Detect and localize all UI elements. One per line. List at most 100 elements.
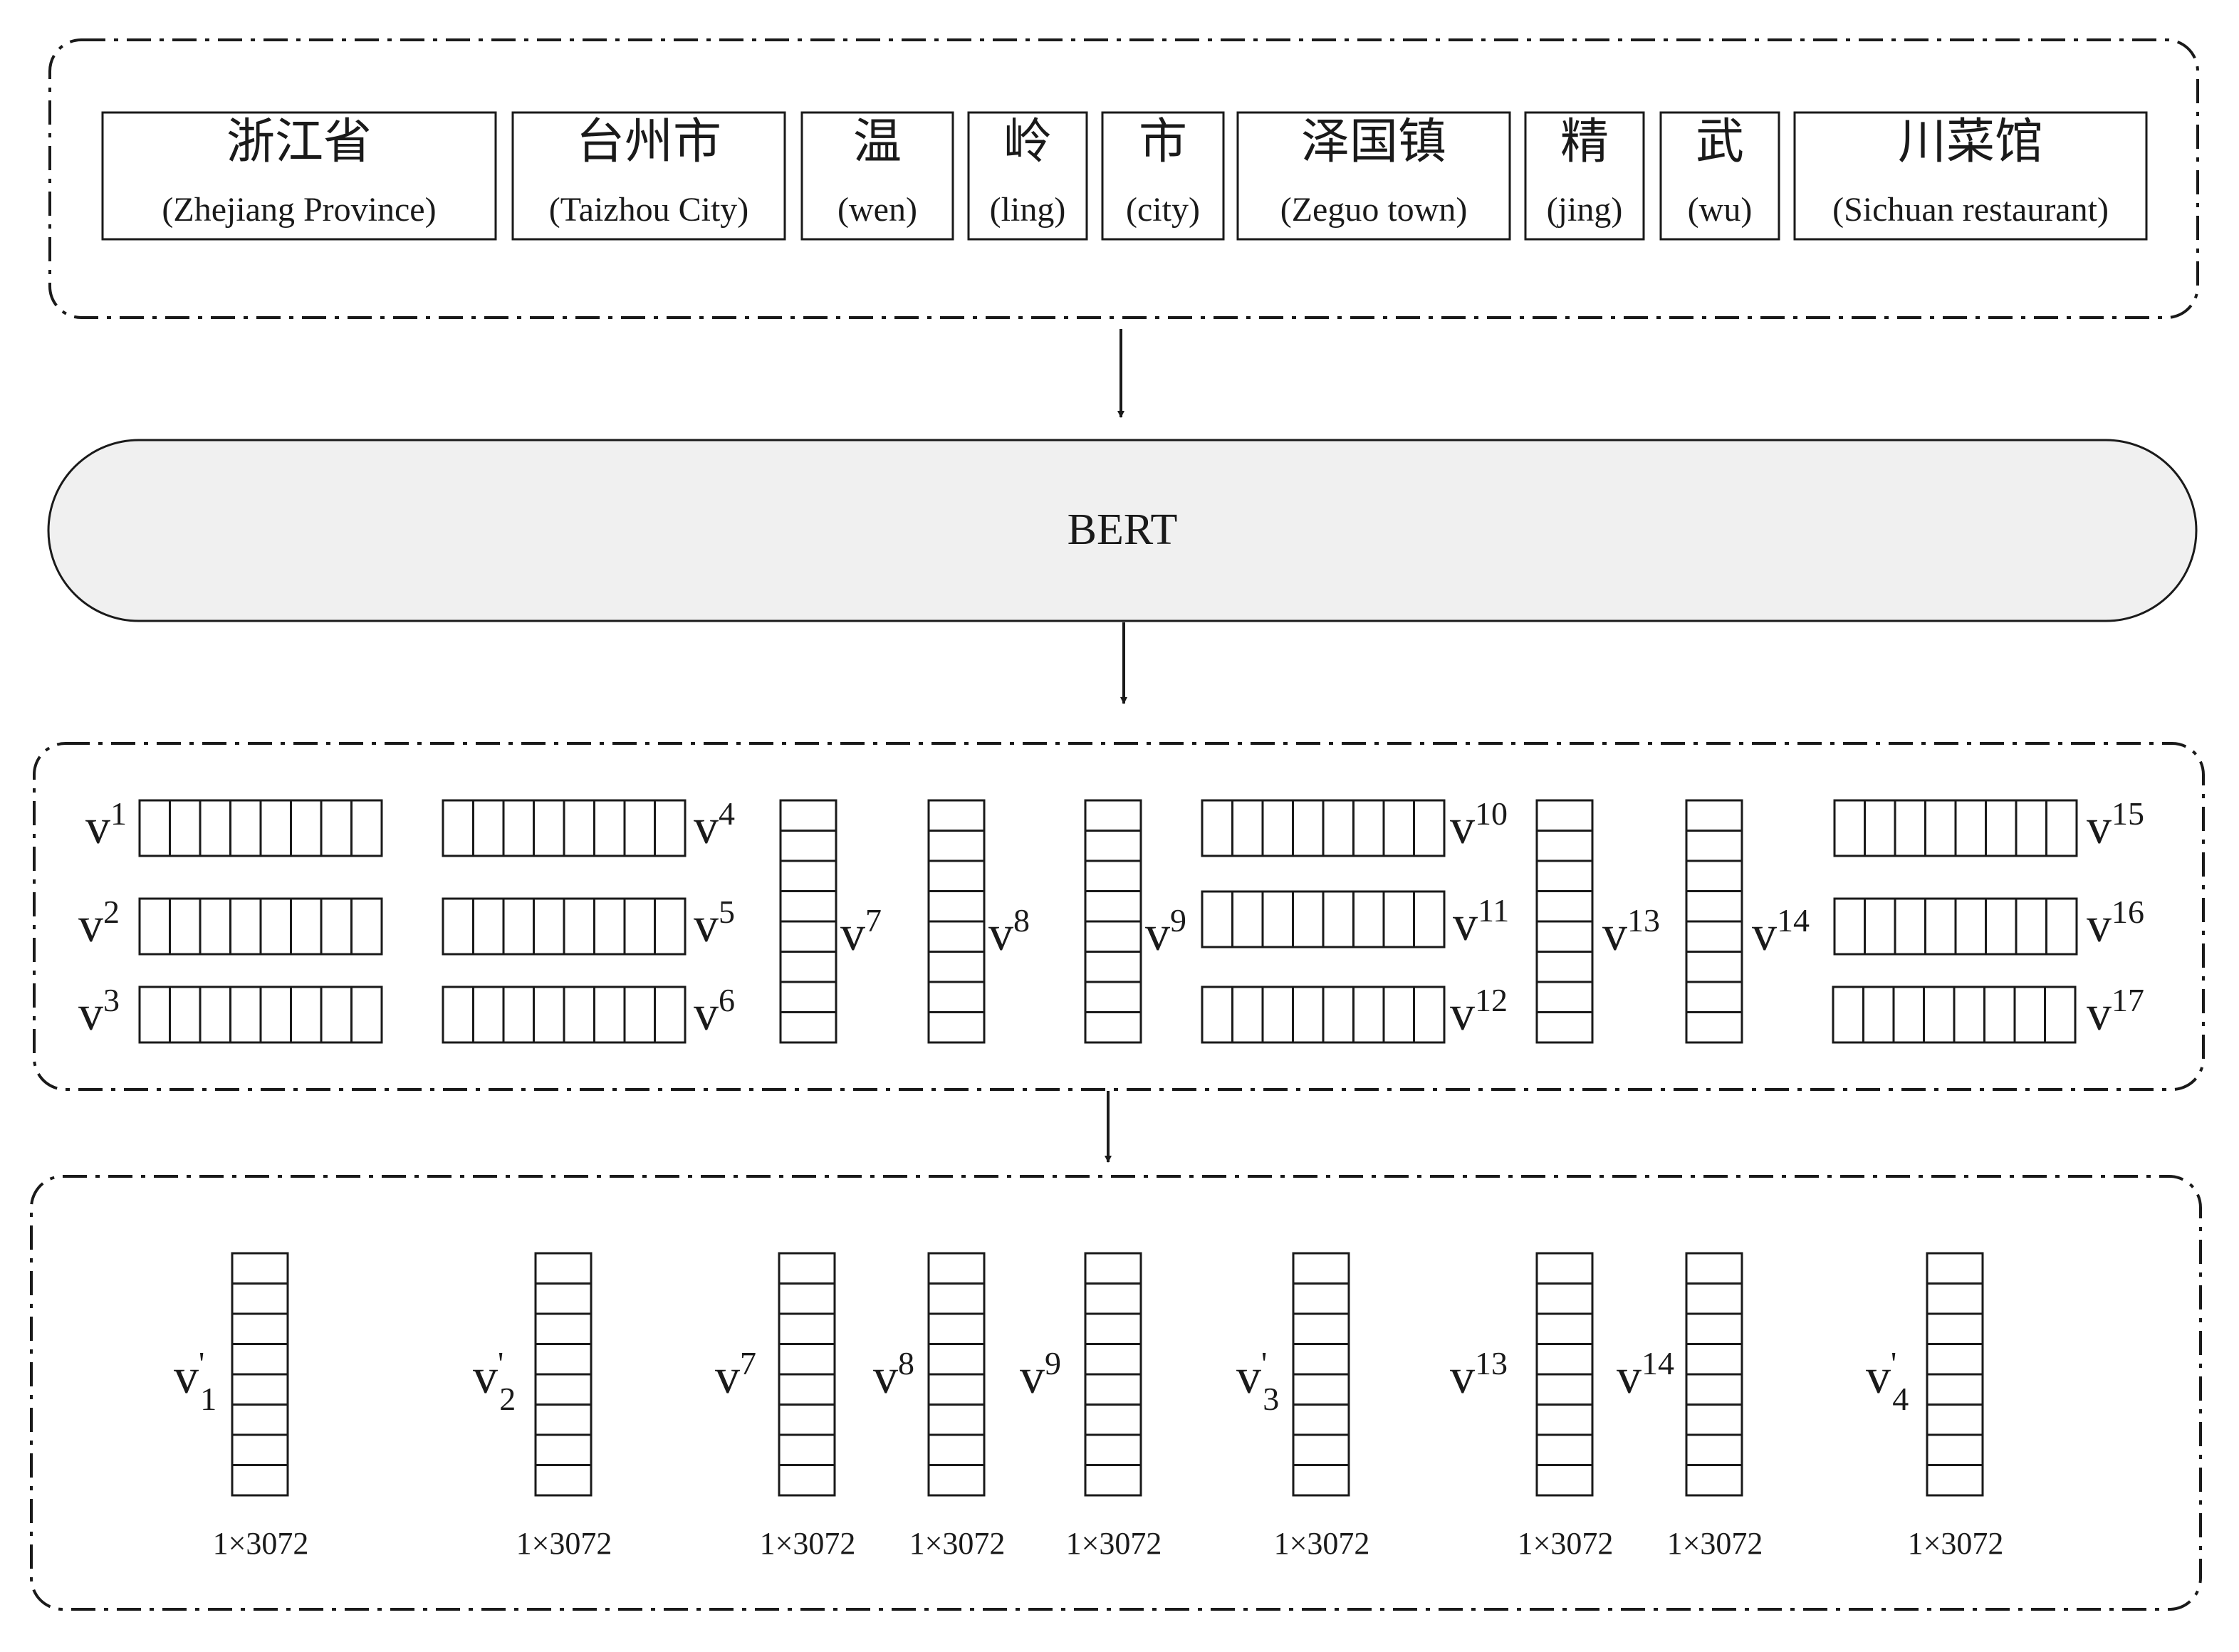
char-vector-symbol: v	[988, 906, 1013, 961]
token-english-text: (Taizhou City)	[549, 191, 749, 229]
token-box: 武(wu)	[1659, 111, 1780, 241]
char-vector-label: v9	[1145, 902, 1186, 961]
char-vector-label: v8	[988, 902, 1030, 961]
word-vector-superscript: 8	[898, 1345, 914, 1381]
char-vector-superscript: 1	[110, 795, 127, 832]
vertical-vector	[779, 799, 837, 1044]
token-box-border	[101, 111, 497, 241]
char-vector-symbol: v	[85, 800, 110, 854]
char-vector-superscript: 10	[1475, 795, 1508, 832]
char-vector-label: v2	[78, 894, 120, 953]
char-vector-superscript: 2	[103, 894, 120, 930]
word-vector-superscript: 9	[1045, 1345, 1061, 1381]
vertical-vector	[1535, 799, 1594, 1044]
token-box-border	[1659, 111, 1780, 241]
char-vector-symbol: v	[694, 986, 719, 1041]
token-chinese-text: 温	[853, 115, 902, 169]
token-english-text: (Zeguo town)	[1280, 191, 1468, 229]
char-vector-label: v5	[694, 894, 735, 953]
char-vector-symbol: v	[1450, 986, 1475, 1041]
word-vector-label: v8	[873, 1345, 914, 1404]
char-vector-label: v15	[2087, 795, 2144, 854]
char-vector-superscript: 16	[2112, 894, 2144, 930]
char-vector-symbol: v	[78, 898, 103, 953]
word-vector-subscript: 4	[1892, 1381, 1909, 1417]
horizontal-vector	[1833, 799, 2078, 857]
vertical-vector	[231, 1252, 289, 1497]
token-chinese-text: 武	[1696, 115, 1744, 169]
vertical-vector	[1292, 1252, 1350, 1497]
token-chinese-text: 台州市	[576, 115, 721, 169]
token-box: 川菜馆(Sichuan restaurant)	[1793, 111, 2148, 241]
char-vector-superscript: 12	[1475, 982, 1508, 1018]
word-vector-subscript: 1	[200, 1381, 216, 1417]
word-vector-label: v9	[1020, 1345, 1061, 1404]
vertical-vector	[1084, 1252, 1142, 1497]
word-vector-label: v14	[1617, 1345, 1674, 1404]
word-vector-label: v'1	[174, 1345, 216, 1417]
char-vector-symbol: v	[1145, 906, 1170, 961]
token-english-text: (wen)	[837, 191, 917, 229]
vertical-vector	[1535, 1252, 1594, 1497]
token-chinese-text: 岭	[1003, 115, 1052, 169]
char-vector-symbol: v	[2087, 986, 2112, 1041]
token-chinese-text: 泽国镇	[1301, 115, 1446, 169]
token-chinese-text: 精	[1560, 115, 1609, 169]
token-box: 温 (wen)	[800, 111, 954, 241]
word-vector-superscript: '	[1261, 1345, 1267, 1381]
word-vector-symbol: v	[1617, 1349, 1642, 1404]
word-vector-subscript: 2	[499, 1381, 516, 1417]
word-vector-superscript: '	[199, 1345, 204, 1381]
token-chinese-text: 川菜馆	[1898, 115, 2043, 169]
char-vector-label: v3	[78, 982, 120, 1041]
vertical-vector	[534, 1252, 593, 1497]
char-vector-symbol: v	[1752, 906, 1777, 961]
horizontal-vector	[1833, 897, 2078, 956]
char-vector-superscript: 17	[2112, 982, 2144, 1018]
token-box-border	[1793, 111, 2148, 241]
word-vector-subscript: 3	[1263, 1381, 1279, 1417]
word-vector-symbol: v	[715, 1349, 740, 1404]
char-vector-symbol: v	[840, 906, 865, 961]
vertical-vector	[778, 1252, 836, 1497]
vertical-vector	[1685, 1252, 1743, 1497]
char-vector-label: v17	[2087, 982, 2144, 1041]
vector-dimension-label: 1×3072	[909, 1526, 1006, 1561]
char-vector-section-border	[33, 742, 2205, 1091]
token-english-text: (city)	[1126, 191, 1200, 229]
horizontal-vector	[1201, 799, 1446, 857]
char-vector-label: v4	[694, 795, 735, 854]
word-vector-symbol: v	[174, 1349, 199, 1404]
word-vector-label: v7	[715, 1345, 756, 1404]
char-vector-label: v7	[840, 902, 882, 961]
char-vector-symbol: v	[2087, 800, 2112, 854]
char-vector-label: v13	[1602, 902, 1660, 961]
token-row: 浙江省(Zhejiang Province) 台州市 (Taizhou City) 温…	[101, 111, 2148, 241]
char-vector-symbol: v	[78, 986, 103, 1041]
token-section-border	[48, 38, 2199, 319]
token-chinese-text: 市	[1139, 115, 1187, 169]
word-vector-superscript: 13	[1475, 1345, 1508, 1381]
char-vector-superscript: 8	[1013, 902, 1030, 939]
token-box-border	[967, 111, 1088, 241]
char-vector-label: v6	[694, 982, 735, 1041]
word-vector-superscript: 7	[740, 1345, 756, 1381]
horizontal-vector	[138, 799, 383, 857]
horizontal-vector	[138, 897, 383, 956]
char-vector-superscript: 5	[719, 894, 735, 930]
char-vector-label: v16	[2087, 894, 2144, 953]
horizontal-vector	[1832, 986, 2077, 1044]
char-vector-superscript: 4	[719, 795, 735, 832]
horizontal-vector	[1201, 890, 1446, 948]
char-vector-superscript: 9	[1170, 902, 1186, 939]
token-box: 浙江省(Zhejiang Province)	[101, 111, 497, 241]
word-vector-symbol: v	[873, 1349, 898, 1404]
vector-dimension-label: 1×3072	[1667, 1526, 1763, 1561]
token-box: 市 (city)	[1101, 111, 1225, 241]
word-vector-superscript: 14	[1642, 1345, 1674, 1381]
char-vector-superscript: 15	[2112, 795, 2144, 832]
token-english-text: (ling)	[990, 191, 1066, 229]
char-vector-label: v14	[1752, 902, 1810, 961]
